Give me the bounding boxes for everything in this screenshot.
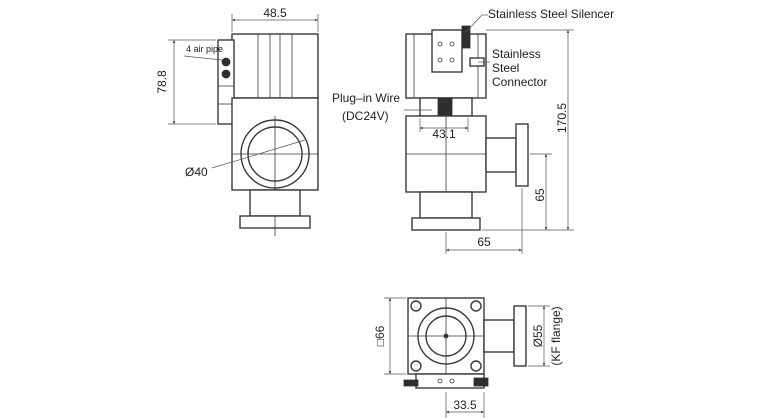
bottom-side-flange [513,305,527,367]
front-neck [249,189,301,217]
connector-label-line-2: Steel [492,61,519,75]
silencer-body [461,25,471,49]
front-actuator [231,33,319,99]
dim-78-8-label: 78.8 [155,70,169,94]
dim-43-1-label: 43.1 [432,127,456,141]
side-neck [419,191,473,219]
connector-label-line-1: Stainless [492,47,541,61]
plug-in-connector [437,97,453,117]
connector-label-line-3: Connector [492,75,547,89]
air-pipe-port-lower [221,69,231,79]
side-port-flange [515,123,529,187]
side-solenoid [431,29,463,73]
bottom-air-fitting [403,379,419,387]
kf-flange-label: (KF flange) [549,306,563,365]
side-bottom-flange [411,217,481,231]
dim-48-5-label: 48.5 [263,6,287,20]
side-view [404,14,574,254]
bottom-connector [473,377,489,387]
plug-in-wire-label: Plug–in Wire [332,91,400,105]
dim-d55-label: Ø55 [531,324,545,347]
dim-33-5-label: 33.5 [453,398,477,412]
air-pipe-label: 4 air pipe [186,44,223,54]
air-pipe-port-upper [221,57,231,67]
dim-65-horizontal-label: 65 [477,235,491,249]
dc24v-label: (DC24V) [342,109,389,123]
dim-sq66-label: □66 [373,325,387,346]
side-port-tube [485,137,517,173]
bottom-side-tube [483,319,515,353]
bottom-view [384,297,550,418]
dim-170-5-label: 170.5 [555,103,569,133]
dim-65-vertical-label: 65 [533,188,547,202]
front-view [168,14,319,236]
silencer-label: Stainless Steel Silencer [488,7,614,21]
dim-d40-label: Ø40 [185,165,208,179]
